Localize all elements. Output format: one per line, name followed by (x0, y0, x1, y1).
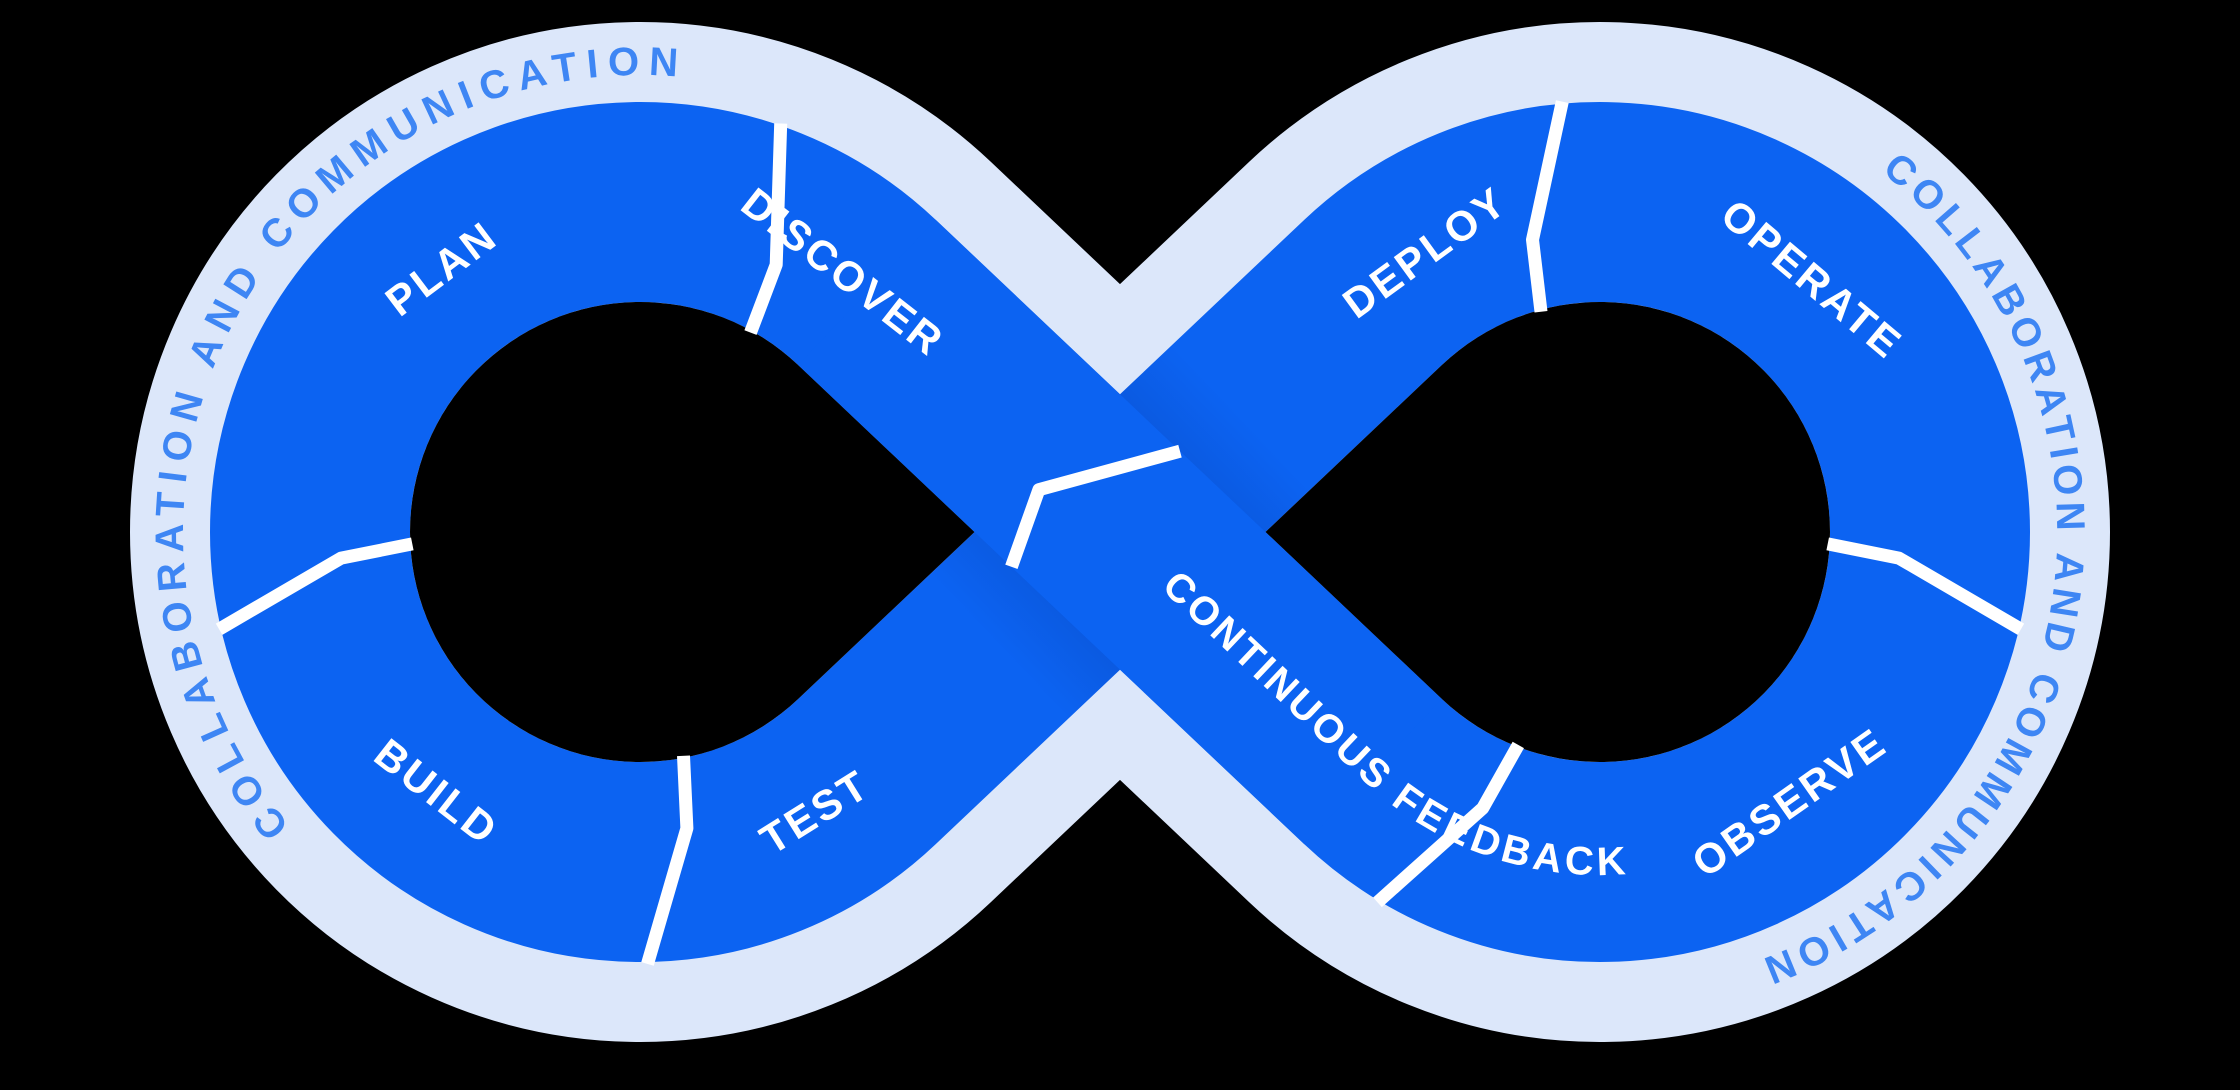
divider-feedback-discover (1005, 444, 1182, 569)
right-loop-hole (1265, 302, 1830, 762)
divider-deploy-operate (1526, 100, 1569, 313)
segment-dividers (215, 100, 2025, 966)
divider-build-test (641, 755, 694, 966)
divider-plan-build (215, 537, 414, 635)
divider-operate-observe (1826, 537, 2025, 635)
left-loop-hole (410, 301, 975, 762)
over-ribbon (798, 219, 1442, 845)
divider-plan-discover (744, 123, 788, 335)
divider-observe-feedback (1373, 741, 1524, 908)
